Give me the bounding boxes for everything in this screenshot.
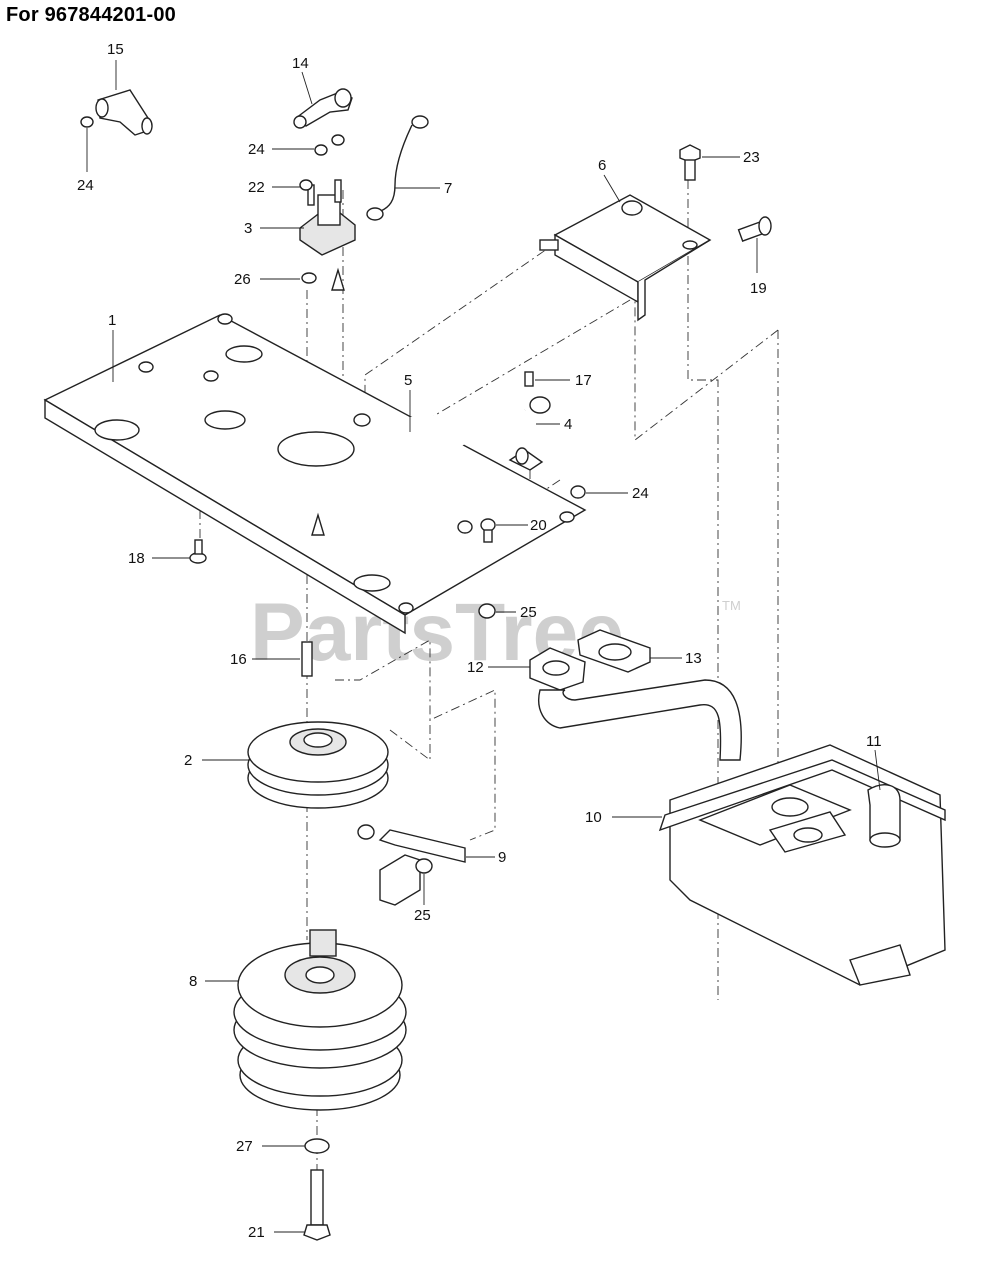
part-5-hose[interactable] <box>353 396 551 452</box>
part-10-muffler[interactable] <box>658 744 946 986</box>
callout-label[interactable]: 24 <box>77 177 94 194</box>
part-25-nut-a[interactable] <box>478 603 496 619</box>
callout-label[interactable]: 24 <box>632 485 649 502</box>
callout-label[interactable]: 25 <box>414 907 431 924</box>
part-9-bracket[interactable] <box>357 824 466 906</box>
callout-label[interactable]: 11 <box>866 733 882 750</box>
part-2-pulley[interactable] <box>247 721 389 809</box>
part-24-nut-c[interactable] <box>570 485 586 499</box>
callout-labels: 15 24 14 24 22 3 26 7 6 23 19 1 5 17 4 2… <box>77 41 882 1241</box>
callout-label[interactable]: 14 <box>292 55 309 72</box>
callout-label[interactable]: 24 <box>248 141 265 158</box>
callout-label[interactable]: 5 <box>404 372 412 389</box>
callout-label[interactable]: 1 <box>108 312 116 329</box>
part-27-washer[interactable] <box>304 1138 330 1154</box>
callout-label[interactable]: 22 <box>248 179 265 196</box>
part-14-boot[interactable] <box>293 88 353 129</box>
callout-label[interactable]: 12 <box>467 659 484 676</box>
part-18-stud[interactable] <box>189 539 207 564</box>
callout-label[interactable]: 3 <box>244 220 252 237</box>
part-25-nut-b[interactable] <box>415 858 433 874</box>
leader-lines <box>86 60 881 1233</box>
part-3-solenoid[interactable] <box>299 134 356 284</box>
callout-label[interactable]: 15 <box>107 41 124 58</box>
part-21-bolt[interactable] <box>303 1169 331 1241</box>
callout-label[interactable]: 26 <box>234 271 251 288</box>
callout-label[interactable]: 13 <box>685 650 702 667</box>
callout-label[interactable]: 21 <box>248 1224 265 1241</box>
part-19-pin[interactable] <box>737 216 772 242</box>
callout-label[interactable]: 23 <box>743 149 760 166</box>
part-12-exhaust-pipe[interactable] <box>529 647 742 761</box>
part-8-clutch[interactable] <box>233 929 407 1111</box>
callout-label[interactable]: 27 <box>236 1138 253 1155</box>
part-13-gasket[interactable] <box>577 629 651 673</box>
part-7-cable[interactable] <box>366 115 429 221</box>
callout-label[interactable]: 9 <box>498 849 506 866</box>
part-6-bracket[interactable] <box>539 194 712 322</box>
callout-label[interactable]: 25 <box>520 604 537 621</box>
watermark-trademark: TM <box>722 598 741 613</box>
part-11-tailpipe[interactable] <box>867 784 901 848</box>
callout-label[interactable]: 6 <box>598 157 606 174</box>
callout-label[interactable]: 16 <box>230 651 247 668</box>
part-15-boot[interactable] <box>80 89 153 136</box>
callout-label[interactable]: 8 <box>189 973 197 990</box>
part-16-key[interactable] <box>301 641 313 677</box>
part-23-bolt[interactable] <box>679 144 701 181</box>
callout-label[interactable]: 18 <box>128 550 145 567</box>
callout-label[interactable]: 20 <box>530 517 547 534</box>
page-title: For 967844201-00 <box>6 4 176 26</box>
callout-label[interactable]: 2 <box>184 752 192 769</box>
callout-label[interactable]: 19 <box>750 280 767 297</box>
callout-label[interactable]: 4 <box>564 416 572 433</box>
part-20-bolt[interactable] <box>457 518 496 543</box>
callout-label[interactable]: 7 <box>444 180 452 197</box>
part-4-clamp[interactable] <box>508 447 544 471</box>
callout-label[interactable]: 10 <box>585 809 602 826</box>
part-1-plate[interactable] <box>43 267 587 635</box>
part-17-screw[interactable] <box>524 371 534 387</box>
callout-label[interactable]: 17 <box>575 372 592 389</box>
